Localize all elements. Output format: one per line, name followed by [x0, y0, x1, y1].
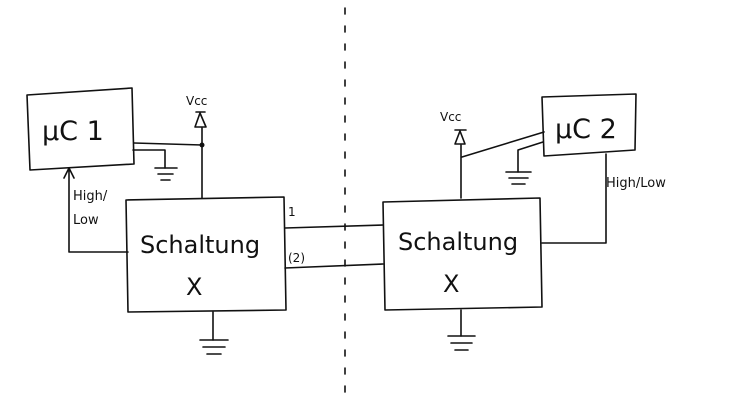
wire-2: [284, 263, 384, 269]
controller-1-box: [26, 87, 135, 171]
controller-2-label: μC 2: [555, 114, 617, 145]
vcc-right-label: Vcc: [440, 110, 461, 124]
controller-2-ground-icon: [505, 171, 532, 185]
circuit-left-name: Schaltung: [140, 231, 260, 259]
circuit-left-box: [125, 196, 287, 313]
circuit-right-name: Schaltung: [398, 228, 518, 256]
circuit-left-variant: X: [186, 273, 202, 301]
circuit-right-ground-icon: [447, 335, 476, 351]
vcc-left-icon: [194, 111, 207, 128]
controller-1-label: μC 1: [42, 116, 104, 147]
vcc-left-wire: [133, 127, 203, 199]
vcc-right-icon: [454, 129, 467, 145]
vcc-left-label: Vcc: [186, 94, 207, 108]
high-low-left-label-line1: High/: [73, 189, 108, 204]
wire-2-label: (2): [288, 251, 305, 265]
controller-2-box: [541, 93, 637, 157]
controller-2-vcc-wire: [461, 131, 545, 158]
circuit-right-variant: X: [443, 270, 459, 298]
wire-1-label: 1: [288, 205, 296, 219]
controller-1-ground-wire: [132, 149, 166, 169]
controller-1-ground-icon: [154, 167, 178, 181]
high-low-right-label: High/Low: [606, 176, 666, 191]
vcc-left-junction: [199, 142, 205, 148]
circuit-right-box: [382, 197, 543, 311]
circuit-left-ground-icon: [199, 339, 229, 355]
high-low-left-label-line2: Low: [73, 213, 99, 228]
high-low-right-wire: [541, 153, 607, 244]
controller-2-ground-wire: [517, 141, 544, 173]
wire-1: [284, 224, 384, 229]
high-low-left-arrow: [63, 167, 129, 253]
